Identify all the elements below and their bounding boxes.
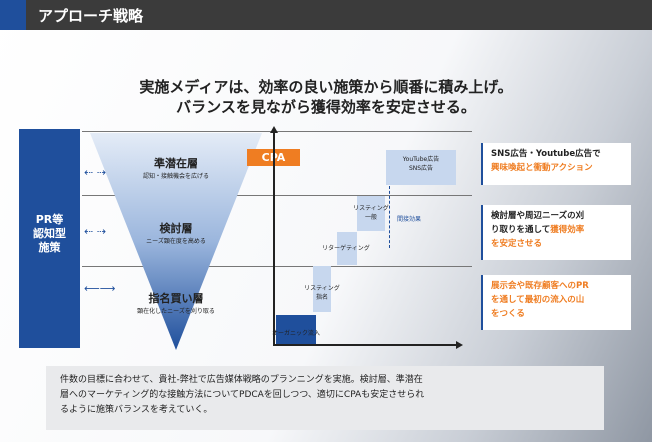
funnel-triangle (90, 133, 262, 350)
double-arrow-icon: ⟵⟶ (84, 282, 116, 295)
block-listing-general-label: リスティング一般 (353, 205, 389, 221)
funnel-layer-title: 検討層 (159, 222, 193, 235)
block-listing-nominated (313, 266, 331, 312)
box-line: 検討層や周辺ニーズの刈 (491, 211, 585, 221)
summary-line: るように施策バランスを考えていく。 (60, 405, 213, 415)
funnel-layer-sub: 顕在化したニーズを刈り取る (137, 308, 215, 315)
box-line-highlight: をつくる (491, 309, 525, 319)
block-listing-general (357, 196, 385, 231)
box-consider: 検討層や周辺ニーズの刈 り取りを通して獲得効率 を安定させる (481, 205, 631, 260)
block-retargeting (337, 232, 357, 265)
y-axis (273, 132, 275, 345)
summary-text-box: 件数の目標に合わせて、貴社-弊社で広告媒体戦略のプランニングを実施。検討層、準潜… (46, 366, 604, 430)
funnel-layer-title: 準潜在層 (154, 157, 198, 170)
box-nominated: 展示会や既存顧客へのPR を通して最初の流入の山 をつくる (481, 275, 631, 330)
block-organic (276, 315, 316, 344)
funnel-layer-sub: 認知・接触機会を広げる (142, 173, 209, 180)
box-line-highlight: を通して最初の流入の山 (491, 295, 585, 305)
page-title: アプローチ戦略 (38, 7, 144, 25)
box-sns: SNS広告・Youtube広告で 興味喚起と衝動アクション (481, 143, 631, 185)
box-line-highlight: 展示会や既存顧客へのPR (491, 281, 589, 291)
block-youtube-sns (386, 150, 456, 185)
axis-arrow-right-icon (456, 341, 463, 349)
indirect-effect-line (389, 186, 390, 248)
box-line: り取りを通して (491, 225, 551, 235)
double-arrow-icon: ⇠ ⇢ (84, 166, 106, 179)
double-arrow-icon: ⇠ ⇢ (84, 225, 106, 238)
funnel-layer-nominated: 指名買い層 顕在化したニーズを刈り取る (115, 290, 237, 315)
funnel-layer-consider: 検討層 ニーズ顕在度を高める (120, 220, 232, 245)
funnel-layer-title: 指名買い層 (148, 292, 204, 305)
side-label-line2: 認知型 (33, 227, 66, 240)
headline-line1: 実施メディアは、効率の良い施策から順番に積み上げ。 (139, 78, 513, 96)
header-accent (0, 0, 26, 30)
indirect-effect-label: 間接効果 (397, 216, 422, 223)
block-listing-nominated-label: リスティング指名 (304, 285, 340, 301)
pr-side-panel: PR等 認知型 施策 (19, 129, 80, 348)
side-label-line1: PR等 (35, 213, 64, 226)
box-line: SNS広告・Youtube広告で (491, 149, 601, 159)
funnel-layer-sub: ニーズ顕在度を高める (146, 238, 206, 245)
headline-line2: バランスを見ながら獲得効率を安定させる。 (176, 98, 476, 116)
axis-arrow-up-icon (270, 126, 278, 133)
layer-divider (82, 195, 472, 196)
box-line-highlight: を安定させる (491, 239, 543, 249)
funnel-layer-latent: 準潜在層 認知・接触機会を広げる (120, 155, 232, 180)
summary-line: 層へのマーケティング的な接触方法についてPDCAを回しつつ、適切にCPAも安定さ… (60, 390, 425, 400)
layer-divider (82, 266, 472, 267)
header-bar: アプローチ戦略 (0, 0, 652, 30)
x-axis (273, 344, 458, 346)
box-line-highlight: 興味喚起と衝動アクション (491, 163, 593, 173)
block-retargeting-label: リターゲティング (322, 245, 370, 252)
side-label-line3: 施策 (38, 241, 61, 254)
block-organic-label: オーガニック流入 (271, 330, 320, 337)
box-line-highlight: 獲得効率 (550, 225, 585, 235)
summary-line: 件数の目標に合わせて、貴社-弊社で広告媒体戦略のプランニングを実施。検討層、準潜… (60, 375, 423, 385)
